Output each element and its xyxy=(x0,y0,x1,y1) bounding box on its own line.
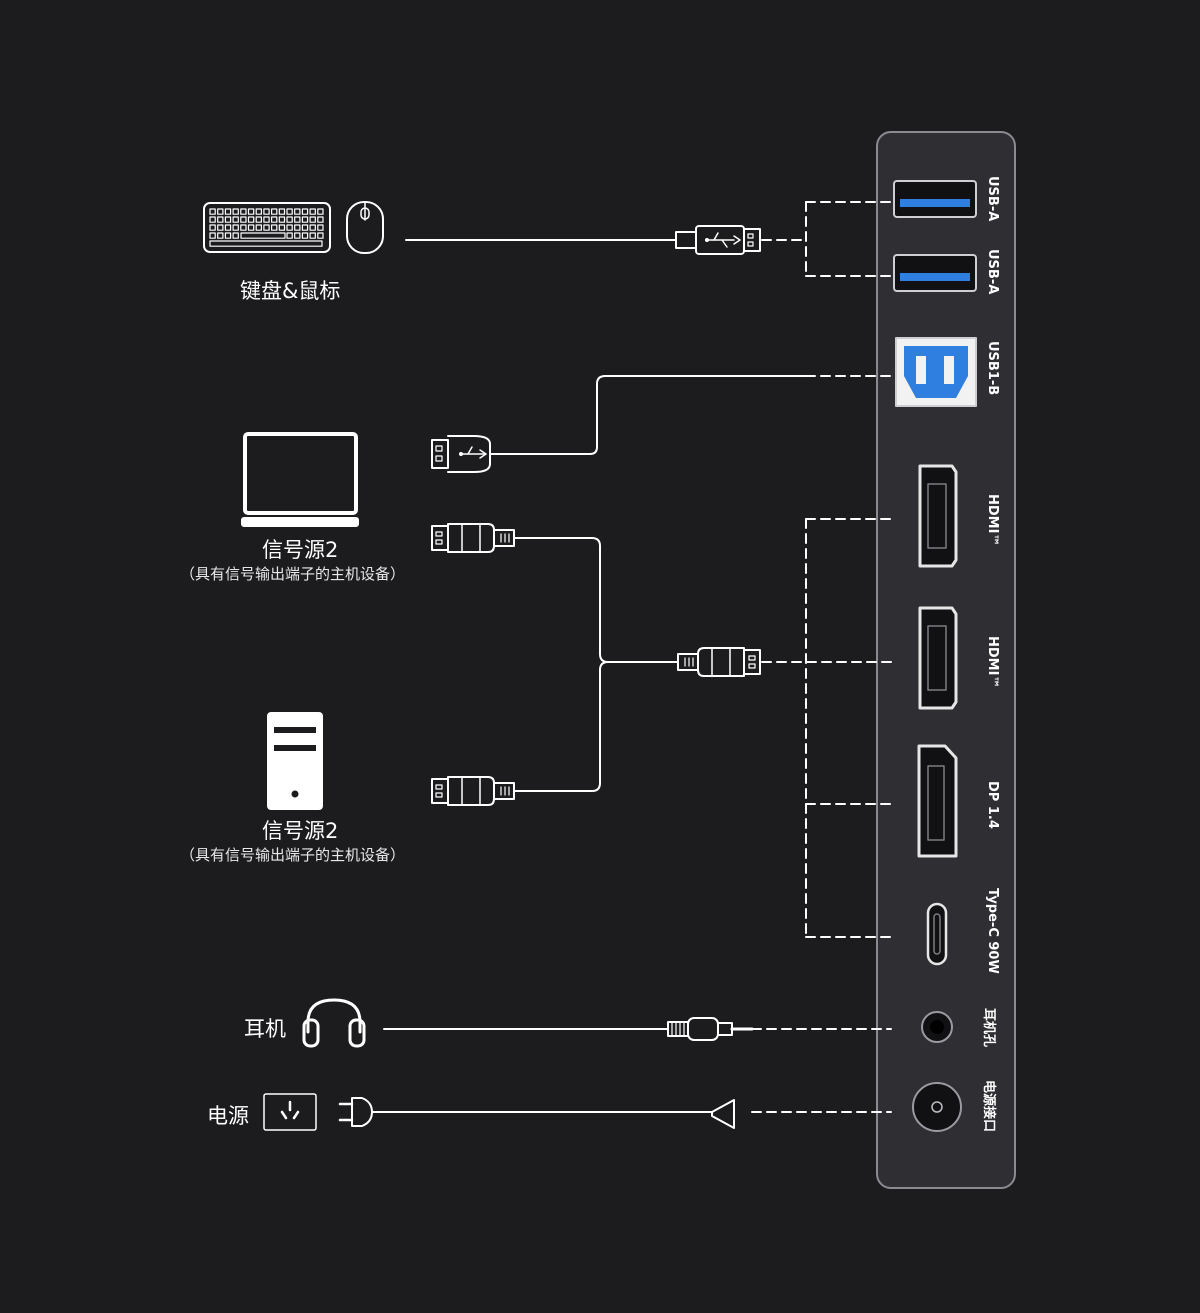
port-label-hdmi-2: HDMI™ xyxy=(985,636,1000,689)
keyboard-key xyxy=(209,216,216,223)
usb-a-port-1 xyxy=(893,180,977,218)
keyboard-key xyxy=(232,208,239,215)
keyboard-key xyxy=(263,208,270,215)
port-label-dp: DP 1.4 xyxy=(985,781,1000,829)
port-label-power: 电源接口 xyxy=(981,1080,996,1133)
keyboard-key xyxy=(263,224,270,231)
port-label-headphone-jack: 耳机孔 xyxy=(981,1008,996,1048)
desktop-pc-icon xyxy=(267,712,323,810)
audio-plug-icon xyxy=(667,1017,754,1041)
hdmi-plug-icon xyxy=(431,523,515,553)
source-pc-title: 信号源2 xyxy=(262,819,339,843)
keyboard-key xyxy=(309,216,316,223)
keyboard-key xyxy=(286,216,293,223)
keyboard-mouse-label: 键盘&鼠标 xyxy=(240,279,341,303)
power-plug-icon xyxy=(338,1097,385,1127)
keyboard-key xyxy=(286,224,293,231)
keyboard-key xyxy=(217,232,224,239)
power-label: 电源 xyxy=(207,1104,249,1128)
mouse-icon xyxy=(346,201,384,254)
source-pc-subtitle: （具有信号输出端子的主机设备） xyxy=(180,846,406,864)
power-cable-end xyxy=(711,1099,735,1129)
keyboard-key xyxy=(278,216,286,223)
keyboard-key xyxy=(294,216,301,223)
keyboard-key xyxy=(278,224,286,231)
keyboard-key xyxy=(209,232,216,239)
headphones-label: 耳机 xyxy=(244,1017,286,1041)
usb-plug-icon xyxy=(675,225,761,255)
keyboard-key xyxy=(217,208,224,215)
laptop-icon xyxy=(241,432,359,527)
displayport-port xyxy=(917,744,958,858)
keyboard-key xyxy=(255,208,263,215)
keyboard-bottom-row xyxy=(209,240,323,247)
keyboard-spacebar xyxy=(240,232,286,239)
keyboard-key xyxy=(255,224,263,231)
keyboard-key xyxy=(224,208,232,215)
keyboard-key xyxy=(317,232,324,239)
keyboard-key xyxy=(247,208,255,215)
hdmi-port-1 xyxy=(918,464,958,568)
port-label-usb-b: USB1-B xyxy=(985,341,1000,396)
type-c-port xyxy=(926,902,948,966)
keyboard-key xyxy=(224,224,232,231)
keyboard-icon xyxy=(203,202,331,253)
keyboard-key xyxy=(247,224,255,231)
keyboard-key xyxy=(294,208,301,215)
keyboard-key xyxy=(217,224,224,231)
keyboard-key xyxy=(263,216,270,223)
keyboard-key xyxy=(224,216,232,223)
port-label-type-c: Type-C 90W xyxy=(985,888,1000,974)
hdmi-plug-icon xyxy=(677,647,761,677)
port-label-hdmi-1: HDMI™ xyxy=(985,494,1000,547)
keyboard-key xyxy=(240,224,247,231)
keyboard-key xyxy=(317,224,324,231)
keyboard-key xyxy=(232,232,239,239)
hdmi-port-2 xyxy=(918,606,958,710)
port-label-usb-a-1: USB-A xyxy=(985,176,1000,222)
headphones-icon xyxy=(302,998,366,1048)
usb-a-port-2 xyxy=(893,254,977,292)
keyboard-key xyxy=(209,224,216,231)
keyboard-key xyxy=(301,216,309,223)
keyboard-key xyxy=(317,216,324,223)
keyboard-key xyxy=(232,224,239,231)
keyboard-key xyxy=(217,216,224,223)
power-outlet-icon xyxy=(263,1093,317,1131)
keyboard-key xyxy=(255,216,263,223)
keyboard-key xyxy=(209,208,216,215)
usb-plug-icon xyxy=(431,435,491,473)
keyboard-key xyxy=(271,216,278,223)
keyboard-key xyxy=(240,208,247,215)
keyboard-key xyxy=(286,232,293,239)
source-laptop-subtitle: （具有信号输出端子的主机设备） xyxy=(180,565,406,583)
keyboard-key xyxy=(301,208,309,215)
keyboard-key xyxy=(309,224,316,231)
power-input-port xyxy=(912,1082,962,1132)
hdmi-plug-icon xyxy=(431,776,515,806)
keyboard-key xyxy=(286,208,293,215)
keyboard-key xyxy=(309,232,316,239)
headphone-jack-port xyxy=(921,1011,953,1043)
keyboard-key xyxy=(294,232,301,239)
keyboard-key xyxy=(240,216,247,223)
source-laptop-title: 信号源2 xyxy=(262,538,339,562)
keyboard-key xyxy=(309,208,316,215)
keyboard-key xyxy=(271,224,278,231)
keyboard-key xyxy=(301,232,309,239)
keyboard-key xyxy=(317,208,324,215)
keyboard-key xyxy=(224,232,232,239)
keyboard-key xyxy=(294,224,301,231)
keyboard-key xyxy=(278,208,286,215)
keyboard-key xyxy=(271,208,278,215)
usb-b-port xyxy=(895,337,977,407)
keyboard-key xyxy=(301,224,309,231)
keyboard-key xyxy=(247,216,255,223)
port-label-usb-a-2: USB-A xyxy=(985,249,1000,295)
keyboard-key xyxy=(232,216,239,223)
